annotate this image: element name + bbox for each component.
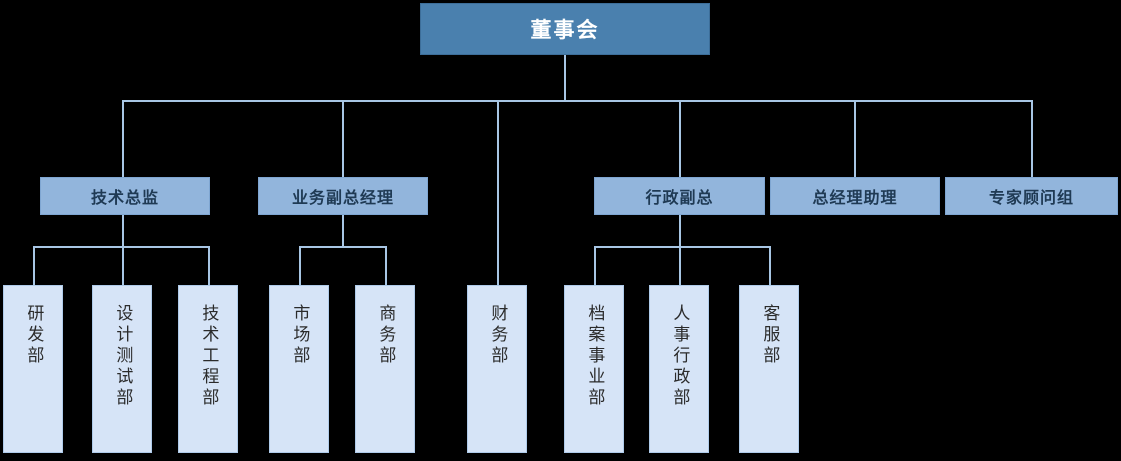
node-commerce-dept[interactable]: 商务部 <box>355 285 415 453</box>
node-label: 技术工程部 <box>199 304 219 409</box>
node-label: 档案事业部 <box>585 304 605 409</box>
node-finance-dept[interactable]: 财务部 <box>467 285 527 453</box>
node-board-of-directors[interactable]: 董事会 <box>420 3 710 55</box>
connector-drop-design-test-dept <box>122 246 124 285</box>
connector-drop-tech-director <box>122 100 124 177</box>
node-label: 财务部 <box>488 304 508 367</box>
connector-drop-tech-eng-dept <box>208 246 210 285</box>
node-expert-advisory[interactable]: 专家顾问组 <box>945 177 1118 215</box>
connector-root-stem <box>564 55 566 101</box>
connector-stem-admin-vp <box>679 215 681 246</box>
connector-drop-commerce-dept <box>385 246 387 285</box>
connector-drop-marketing-dept <box>299 246 301 285</box>
node-label: 业务副总经理 <box>291 190 394 207</box>
node-gm-assistant[interactable]: 总经理助理 <box>770 177 940 215</box>
connector-drop-archive-biz-dept <box>594 246 596 285</box>
node-label: 行政副总 <box>645 190 714 207</box>
node-archive-biz-dept[interactable]: 档案事业部 <box>564 285 624 453</box>
node-label: 董事会 <box>530 19 600 42</box>
connector-drop-business-vp <box>342 100 344 177</box>
node-tech-director[interactable]: 技术总监 <box>40 177 210 215</box>
connector-drop-expert-advisory <box>1031 100 1033 177</box>
connector-stem-tech-director <box>122 215 124 246</box>
node-label: 设计测试部 <box>113 304 133 409</box>
connector-stem-business-vp <box>342 215 344 246</box>
connector-bus-business-vp <box>299 246 386 248</box>
connector-drop-customer-svc-dept <box>769 246 771 285</box>
node-label: 专家顾问组 <box>988 190 1074 207</box>
connector-drop-gm-assistant <box>854 100 856 177</box>
connector-drop-admin-vp <box>679 100 681 177</box>
node-hr-admin-dept[interactable]: 人事行政部 <box>649 285 709 453</box>
node-label: 市场部 <box>290 304 310 367</box>
node-rnd-dept[interactable]: 研发部 <box>3 285 63 453</box>
connector-bus-tech-director <box>33 246 210 248</box>
node-label: 商务部 <box>376 304 396 367</box>
connector-drop-hr-admin-dept <box>679 246 681 285</box>
node-label: 总经理助理 <box>812 190 898 207</box>
node-marketing-dept[interactable]: 市场部 <box>269 285 329 453</box>
node-business-vp[interactable]: 业务副总经理 <box>258 177 428 215</box>
node-label: 研发部 <box>24 304 44 367</box>
node-customer-svc-dept[interactable]: 客服部 <box>739 285 799 453</box>
node-label: 客服部 <box>760 304 780 367</box>
connector-top-bus <box>122 100 1032 102</box>
node-tech-eng-dept[interactable]: 技术工程部 <box>178 285 238 453</box>
node-admin-vp[interactable]: 行政副总 <box>594 177 765 215</box>
node-design-test-dept[interactable]: 设计测试部 <box>92 285 152 453</box>
connector-bus-admin-vp <box>594 246 771 248</box>
node-label: 技术总监 <box>90 190 159 207</box>
connector-drop-rnd-dept <box>33 246 35 285</box>
connector-drop-finance-dept <box>497 100 499 285</box>
node-label: 人事行政部 <box>670 304 690 409</box>
